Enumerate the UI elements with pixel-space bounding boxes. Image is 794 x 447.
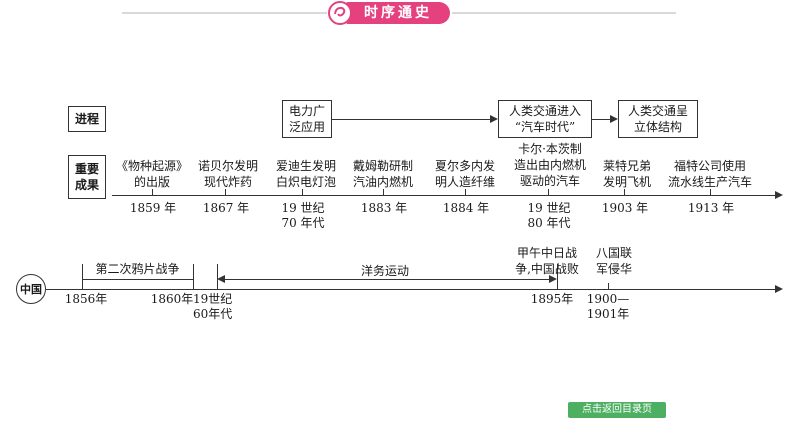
timeline-tick bbox=[608, 283, 610, 290]
china-timeline-arrowhead bbox=[775, 285, 783, 293]
timeline-tick bbox=[302, 189, 304, 196]
period-arrowhead-left bbox=[217, 275, 225, 283]
china-year: 19世纪 60年代 bbox=[193, 292, 233, 321]
timeline-tick bbox=[548, 189, 550, 196]
progress-row-label-text: 进程 bbox=[74, 112, 99, 126]
timeline-year: 1884 年 bbox=[442, 201, 490, 215]
progress-box-text: 电力广 泛应用 bbox=[288, 104, 325, 134]
period-bar-westernization bbox=[225, 279, 549, 281]
timeline-tick bbox=[383, 189, 385, 196]
progress-arrow-1 bbox=[332, 119, 490, 121]
timeline-year: 1913 年 bbox=[687, 201, 735, 215]
progress-arrow-2 bbox=[592, 119, 610, 121]
china-year: 1856年 bbox=[64, 292, 108, 306]
event-sino-japanese-war: 甲午中日战 争,中国战败 bbox=[515, 246, 579, 276]
period-bound bbox=[557, 264, 559, 290]
period-bound bbox=[193, 264, 195, 290]
header-divider-left bbox=[122, 12, 327, 14]
china-year: 1860年 bbox=[150, 292, 194, 306]
world-timeline-arrowhead bbox=[775, 191, 783, 199]
period-label-westernization: 洋务运动 bbox=[360, 264, 409, 278]
timeline-year: 19 世纪 70 年代 bbox=[281, 201, 325, 230]
china-year: 1895年 bbox=[530, 292, 574, 306]
world-timeline-axis bbox=[112, 195, 776, 197]
progress-arrowhead-1 bbox=[490, 115, 498, 123]
timeline-tick bbox=[710, 189, 712, 196]
timeline-year: 1859 年 bbox=[129, 201, 177, 215]
timeline-tick bbox=[624, 189, 626, 196]
achievement-text: 爱迪生发明 白炽电灯泡 bbox=[275, 159, 336, 189]
event-eight-nation-alliance: 八国联 军侵华 bbox=[595, 246, 632, 276]
period-bar-opium-war bbox=[82, 279, 193, 281]
china-label-text: 中国 bbox=[20, 283, 42, 296]
achievement-text: 卡尔·本茨制 造出由内燃机 驱动的汽车 bbox=[513, 142, 586, 188]
back-to-contents-button[interactable]: 点击返回目录页 bbox=[568, 402, 666, 418]
header-divider-right bbox=[452, 12, 676, 14]
timeline-year: 19 世纪 80 年代 bbox=[527, 201, 571, 230]
progress-box-electricity: 电力广 泛应用 bbox=[282, 100, 332, 138]
timeline-tick bbox=[225, 189, 227, 196]
china-year: 1900— 1901年 bbox=[586, 292, 630, 321]
achievement-text: 福特公司使用 流水线生产汽车 bbox=[667, 159, 752, 189]
timeline-tick bbox=[152, 189, 154, 196]
achievement-text: 戴姆勒研制 汽油内燃机 bbox=[352, 159, 413, 189]
china-label-circle: 中国 bbox=[16, 274, 46, 304]
progress-box-text: 人类交通呈 立体结构 bbox=[627, 104, 688, 134]
period-arrowhead-right bbox=[549, 275, 557, 283]
progress-row-label: 进程 bbox=[68, 106, 106, 132]
timeline-tick bbox=[465, 189, 467, 196]
timeline-year: 1903 年 bbox=[601, 201, 649, 215]
progress-box-automobile-era: 人类交通进入 “汽车时代” bbox=[498, 100, 592, 138]
china-timeline-axis bbox=[46, 289, 776, 291]
timeline-year: 1883 年 bbox=[360, 201, 408, 215]
achievement-text: 《物种起源》 的出版 bbox=[115, 159, 188, 189]
progress-box-text: 人类交通进入 “汽车时代” bbox=[508, 104, 581, 134]
progress-box-multidimensional-transport: 人类交通呈 立体结构 bbox=[618, 100, 698, 138]
achievement-text: 诺贝尔发明 现代炸药 bbox=[197, 159, 258, 189]
period-bound bbox=[82, 264, 84, 290]
period-label-opium-war: 第二次鸦片战争 bbox=[95, 262, 180, 276]
timeline-year: 1867 年 bbox=[202, 201, 250, 215]
header-title: 时序通史 bbox=[346, 2, 450, 24]
progress-arrowhead-2 bbox=[610, 115, 618, 123]
achievement-text: 莱特兄弟 发明飞机 bbox=[602, 159, 651, 189]
header-logo-icon bbox=[328, 1, 352, 25]
achievement-text: 夏尔多内发 明人造纤维 bbox=[434, 159, 495, 189]
achievement-row-label: 重要 成果 bbox=[68, 155, 106, 199]
achievement-row-label-text: 重要 成果 bbox=[74, 162, 99, 192]
